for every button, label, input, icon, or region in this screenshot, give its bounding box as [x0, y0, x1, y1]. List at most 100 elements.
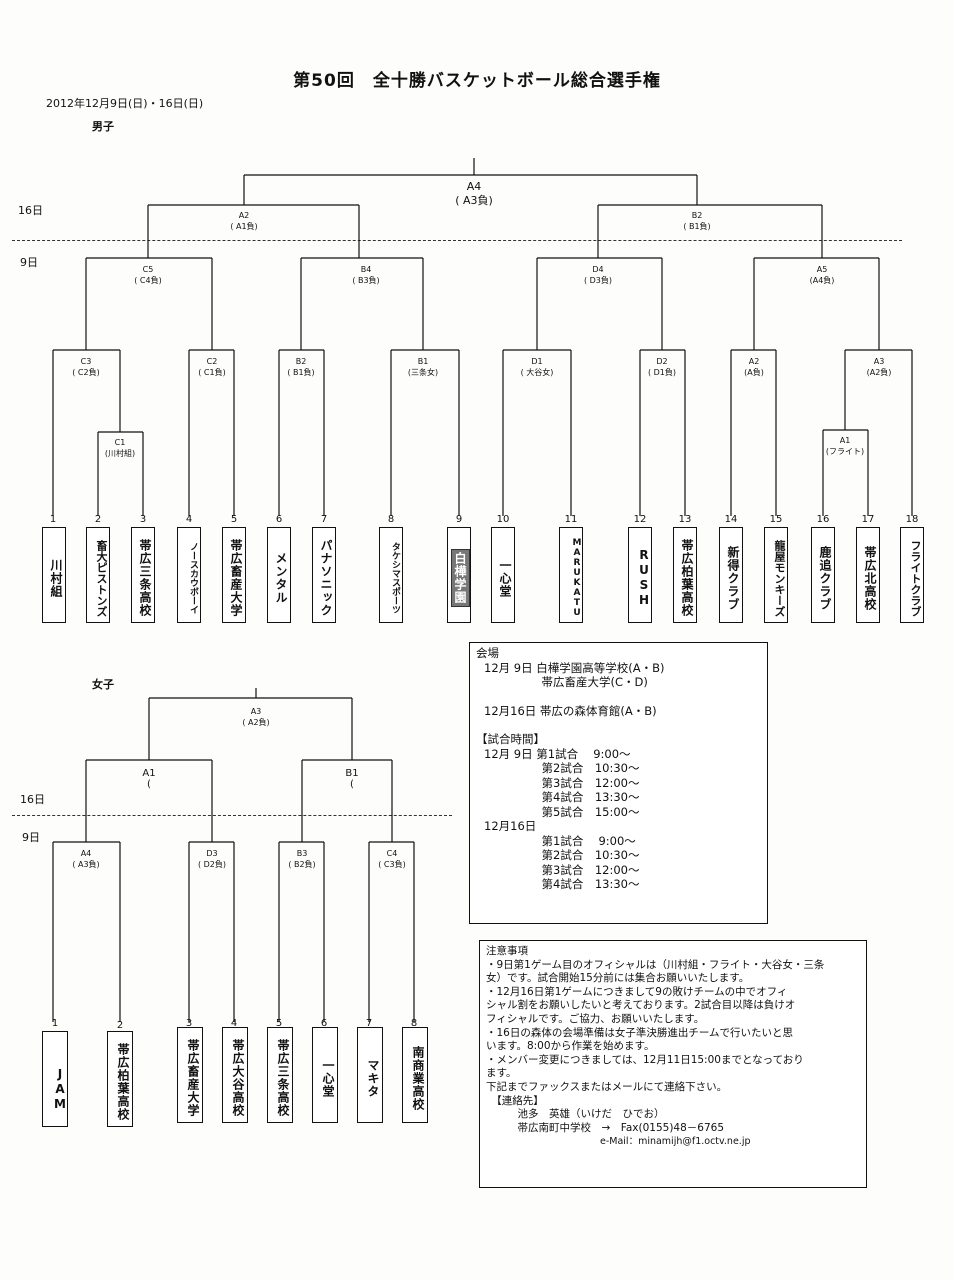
men-node-d4: D4( D3負) [583, 265, 613, 285]
women-team-number: 3 [185, 1018, 193, 1029]
men-team-number: 7 [320, 514, 328, 525]
men-team-box: ノースカウボーイ [177, 527, 201, 623]
contact-email: e-Mail：minamijh@f1.octv.ne.jp [486, 1136, 751, 1148]
men-team-number: 14 [724, 514, 738, 525]
men-team-number: 15 [769, 514, 783, 525]
contact-heading: 【連絡先】 [486, 1094, 544, 1107]
notice-heading: 注意事項 [486, 945, 528, 957]
venue-line [484, 718, 761, 732]
schedule-line: 第2試合 10:30～ [484, 848, 640, 862]
men-team-number: 13 [678, 514, 692, 525]
men-team-box: 帯広北高校 [856, 527, 880, 623]
men-team-box: 一心堂 [491, 527, 515, 623]
men-team-box: パナソニック [312, 527, 336, 623]
women-team-box: 帯広大谷高校 [222, 1027, 248, 1123]
schedule-line: 第5試合 15:00～ [484, 804, 640, 819]
women-team-number: 5 [275, 1018, 283, 1029]
notice-box: 注意事項 ・9日第1ゲーム目のオフィシャルは（川村組・フライト・大谷女・三条 女… [479, 940, 867, 1188]
women-team-number: 4 [230, 1018, 238, 1029]
men-team-box: 帯広畜産大学 [222, 527, 246, 623]
women-node-a3: A3( A2負) [242, 707, 270, 727]
men-node-c5: C5( C4負) [134, 265, 162, 285]
women-day16-label: 16日 [20, 793, 45, 806]
notice-line: います。8:00から作業を始めます。 [486, 1040, 655, 1053]
men-team-box: タケシマスポーツ [379, 527, 403, 623]
men-node-b2: B2( B1負) [287, 357, 315, 377]
women-node-b1: B1( [345, 768, 359, 790]
page-title: 第50回 全十勝バスケットボール総合選手権 [293, 71, 661, 91]
men-team-number: 16 [816, 514, 830, 525]
men-team-box: フライトクラブ [900, 527, 924, 623]
men-team-box: 新得クラブ [719, 527, 743, 623]
women-team-box: JAM [42, 1031, 68, 1127]
schedule-line: 第2試合 10:30～ [484, 761, 640, 775]
women-team-number: 8 [410, 1018, 418, 1029]
men-section-label: 男子 [92, 120, 114, 133]
men-node-c1: C1(川村組) [104, 438, 136, 458]
women-team-number: 2 [116, 1020, 124, 1031]
men-team-number: 8 [387, 514, 395, 525]
men-node-b4: B4( B3負) [352, 265, 380, 285]
men-node-b1: B1(三条女) [407, 357, 439, 377]
women-node-c4: C4( C3負) [378, 849, 406, 869]
notice-line: ・12月16日第1ゲームにつきまして9の敗けチームの中でオフィ [486, 985, 788, 998]
women-team-box: 帯広柏葉高校 [107, 1031, 133, 1127]
women-team-box: 帯広畜産大学 [177, 1027, 203, 1123]
women-team-number: 6 [320, 1018, 328, 1029]
women-team-number: 1 [51, 1018, 59, 1029]
men-node-a4: A4( A3負) [455, 180, 493, 207]
men-team-box: RUSH [628, 527, 652, 623]
men-team-number: 5 [230, 514, 238, 525]
men-team-number: 9 [455, 514, 463, 525]
women-node-d3: D3( D2負) [197, 849, 227, 869]
men-node-a2: A2( A1負) [230, 211, 258, 231]
schedule-line: 第4試合 13:30～ [484, 877, 640, 891]
notice-line: ・16日の森体の会場準備は女子準決勝進出チームで行いたいと思 [486, 1026, 794, 1039]
men-team-box: 鹿追クラブ [811, 527, 835, 623]
men-team-number: 10 [496, 514, 510, 525]
notice-line: ます。 [486, 1067, 517, 1080]
women-day-divider [12, 815, 452, 816]
men-team-box: 畜大ピストンズ [86, 527, 110, 623]
men-team-box-highlighted: 白樺学園 [447, 527, 471, 623]
men-team-box: 龍屋モンキーズ [764, 527, 788, 623]
venue-heading: 会場 [476, 646, 499, 660]
men-node-c3: C3( C2負) [72, 357, 100, 377]
men-node-c2: C2( C1負) [198, 357, 226, 377]
contact-fax: 帯広南町中学校 → Fax(0155)48－6765 [486, 1121, 725, 1134]
men-team-number: 12 [633, 514, 647, 525]
women-node-a4: A4( A3負) [72, 849, 100, 869]
venue-line: 12月 9日 白樺学園高等学校(A・B) [484, 660, 665, 675]
men-team-number: 1 [49, 514, 57, 525]
schedule-line: 12月 9日 第1試合 9:00～ [484, 746, 631, 761]
women-node-b3: B3( B2負) [288, 849, 316, 869]
men-team-number: 6 [275, 514, 283, 525]
men-node-a5: A5(A4負) [809, 265, 835, 285]
schedule-line: 第1試合 9:00～ [484, 833, 636, 848]
schedule-line: 第4試合 13:30～ [484, 790, 640, 804]
men-day9-label: 9日 [20, 256, 38, 269]
notice-line: シャル割をお願いしたいと考えております。2試合目以降は負けオ [486, 999, 796, 1012]
venue-box: 会場 12月 9日 白樺学園高等学校(A・B) 帯広畜産大学(C・D) 12月1… [469, 642, 768, 924]
men-node-a2-lower: A2(A負) [744, 357, 764, 377]
notice-line: 女）です。試合開始15分前には集合お願いいたします。 [486, 972, 750, 985]
men-team-number: 11 [564, 514, 578, 525]
men-team-number: 3 [139, 514, 147, 525]
men-node-d2: D2( D1負) [647, 357, 677, 377]
notice-line: ・メンバー変更につきましては、12月11日15:00までとなっており [486, 1053, 804, 1066]
venue-line [484, 690, 761, 704]
men-team-box: 川村組 [42, 527, 66, 623]
venue-line: 帯広畜産大学(C・D) [484, 675, 648, 689]
men-team-box: 帯広三条高校 [131, 527, 155, 623]
women-team-number: 7 [365, 1018, 373, 1029]
women-node-a1: A1( [142, 768, 156, 790]
women-team-box: 一心堂 [312, 1027, 338, 1123]
men-team-box: メンタル [267, 527, 291, 623]
men-day16-label: 16日 [18, 204, 43, 217]
men-team-number: 18 [905, 514, 919, 525]
notice-line: フィシャルです。ご協力、お願いいたします。 [486, 1012, 705, 1025]
men-team-number: 4 [185, 514, 193, 525]
contact-name: 池多 英雄（いけだ ひでお） [486, 1108, 665, 1121]
men-team-box: MARUKATU [559, 527, 583, 623]
